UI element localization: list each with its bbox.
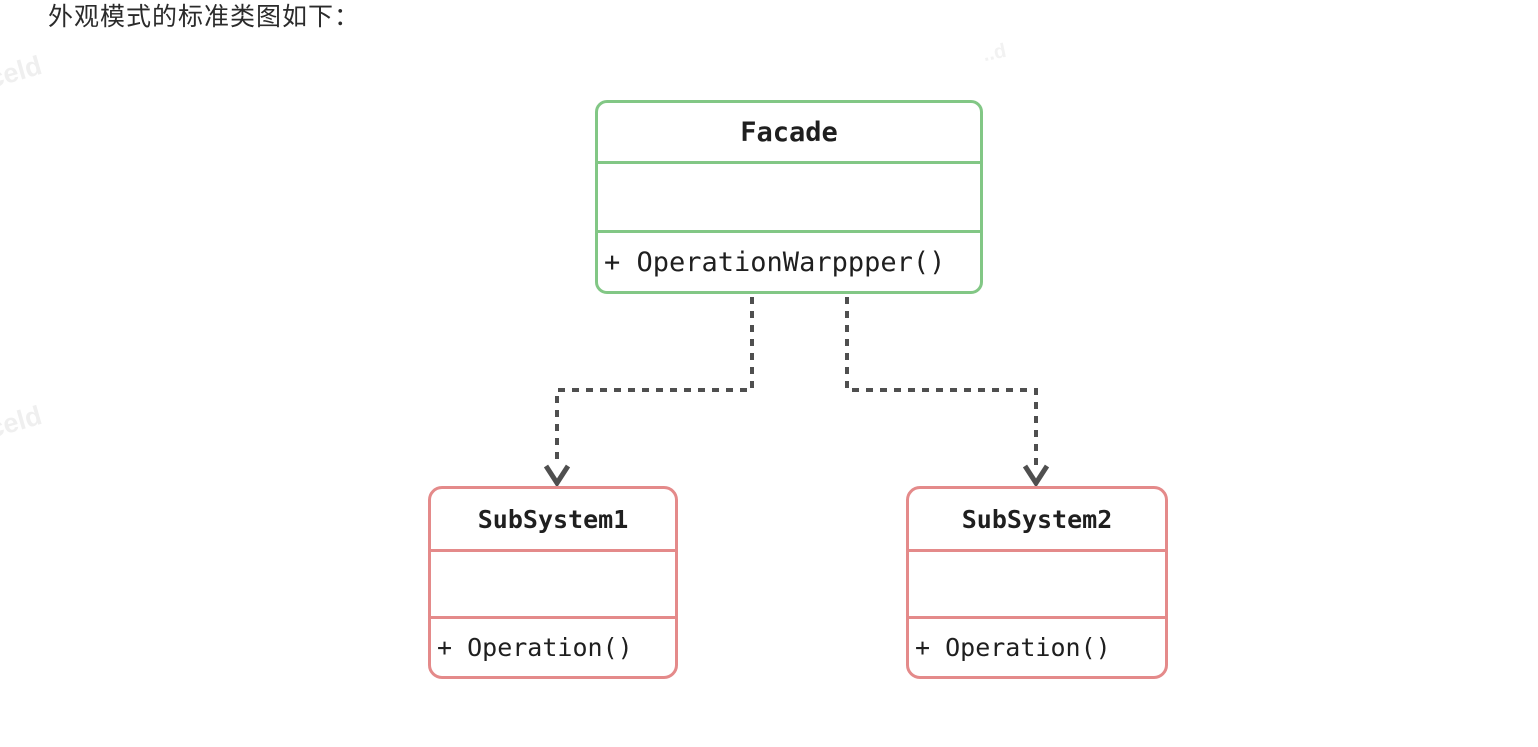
class-method-label: + Operation()	[915, 633, 1111, 662]
dashed-connector-facade-to-subsystem1	[555, 297, 754, 466]
class-box-subsystem2: SubSystem2 + Operation()	[906, 486, 1168, 679]
class-method-label: + Operation()	[437, 633, 633, 662]
watermark-text: celd	[0, 400, 45, 444]
class-attributes-section	[431, 552, 675, 619]
watermark-fragment: ..d	[980, 39, 1009, 67]
class-attributes-section	[598, 164, 980, 233]
class-name: SubSystem1	[431, 489, 675, 552]
class-method-label: + OperationWarppper()	[604, 246, 946, 278]
dashed-connector-facade-to-subsystem2	[845, 297, 1038, 466]
watermark-text: celd	[0, 50, 45, 94]
arrow-head-icon	[1022, 464, 1050, 488]
arrow-head-icon	[543, 464, 571, 488]
class-attributes-section	[909, 552, 1165, 619]
page-title: 外观模式的标准类图如下：	[48, 3, 361, 31]
class-box-facade: Facade + OperationWarppper()	[595, 100, 983, 294]
class-name: Facade	[598, 103, 980, 164]
class-name: SubSystem2	[909, 489, 1165, 552]
class-box-subsystem1: SubSystem1 + Operation()	[428, 486, 678, 679]
